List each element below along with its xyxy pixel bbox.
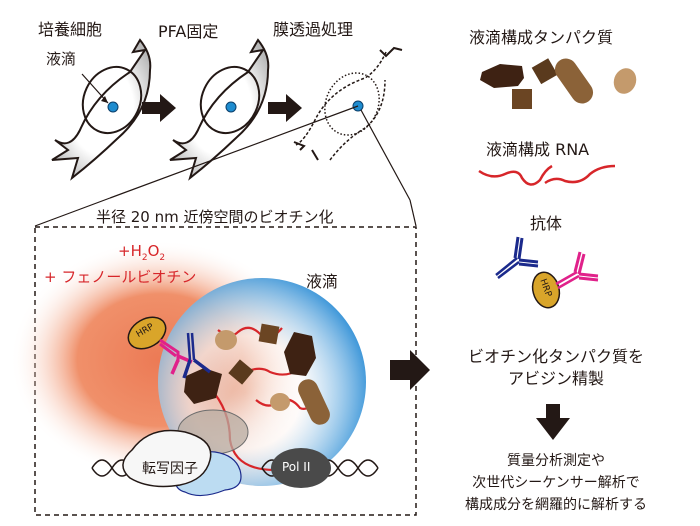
proteins-inset xyxy=(184,323,330,425)
protein-tan-b xyxy=(270,393,290,411)
cell-permeabilized xyxy=(293,46,403,161)
inset-droplet-label: 液滴 xyxy=(306,272,339,291)
tf-label: 転写因子 xyxy=(142,461,198,477)
hrp-enzyme xyxy=(127,316,167,350)
rna-strand-2 xyxy=(544,164,616,185)
arrow-to-purification xyxy=(390,350,430,390)
droplet-label: 液滴 xyxy=(46,50,77,68)
legend-proteins xyxy=(480,58,637,109)
zoom-line-right xyxy=(360,109,411,201)
arrow-to-analysis xyxy=(536,404,570,440)
protein-square-b xyxy=(228,359,254,385)
antibody-magenta xyxy=(578,272,599,282)
legend-rna xyxy=(478,164,616,186)
protein-square-a xyxy=(258,323,280,345)
droplet-pointer-arrowhead xyxy=(101,96,108,103)
arrow-step2 xyxy=(268,94,302,122)
purification-line-1: ビオチン化タンパク質を xyxy=(467,347,644,366)
pol-ii-label: Pol II xyxy=(282,460,311,474)
rna-strand-1 xyxy=(478,164,553,186)
protein-rod xyxy=(298,379,330,425)
purification-step: ビオチン化タンパク質を アビジン精製 xyxy=(436,346,676,390)
reagent-h2o2: +H2O2 xyxy=(118,242,166,263)
antibody-complex-inset xyxy=(127,316,212,379)
legend-antibodies xyxy=(495,236,599,309)
arrow-step1 xyxy=(142,94,176,122)
transcription-factor xyxy=(122,429,212,488)
purification-line-2: アビジン精製 xyxy=(507,369,604,388)
analysis-step: 質量分析測定や 次世代シーケンサー解析で 構成成分を網羅的に解析する xyxy=(436,450,676,516)
step-label-pfa-fixation: PFA固定 xyxy=(158,22,219,41)
legend-protein-tan xyxy=(613,68,637,94)
analysis-line-2: 次世代シーケンサー解析で xyxy=(472,475,640,491)
legend-proteins-title: 液滴構成タンパク質 xyxy=(469,28,614,47)
analysis-line-3: 構成成分を網羅的に解析する xyxy=(465,497,647,513)
zoom-line-left xyxy=(109,105,359,199)
legend-protein-hex xyxy=(480,64,524,88)
cell-cultured xyxy=(51,38,152,181)
cell-fixed xyxy=(169,38,270,181)
protein-tan xyxy=(215,330,237,350)
pol-ii xyxy=(271,448,331,488)
protein-hex-a xyxy=(284,332,316,376)
legend-protein-rod xyxy=(554,58,594,104)
legend-rna-title: 液滴構成 RNA xyxy=(486,140,590,159)
reagent-phenol-biotin: + フェノールビオチン xyxy=(44,268,197,286)
step-label-permeabilization: 膜透過処理 xyxy=(273,20,354,39)
legend-protein-square-a xyxy=(531,58,558,85)
step-label-cultured-cells: 培養細胞 xyxy=(38,20,103,39)
analysis-line-1: 質量分析測定や xyxy=(507,453,605,469)
legend-protein-square-b xyxy=(512,89,532,109)
antibody-blue xyxy=(518,258,539,268)
legend-antibody-title: 抗体 xyxy=(530,214,563,233)
protein-hex-b xyxy=(184,368,222,404)
inset-title: 半径 20 nm 近傍空間のビオチン化 xyxy=(96,208,334,226)
